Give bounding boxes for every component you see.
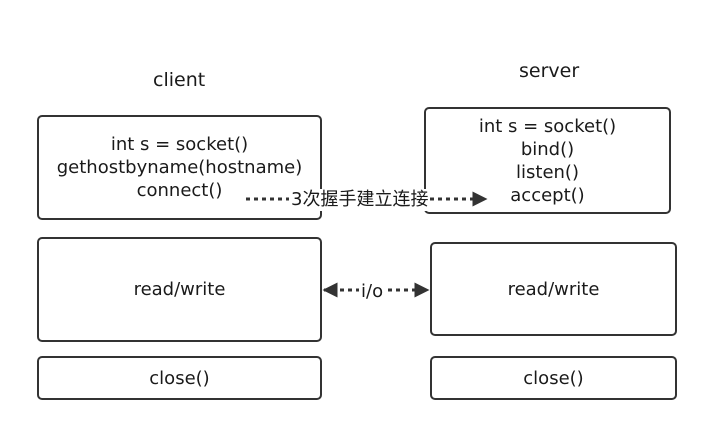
server-setup-line: accept() [510,184,585,206]
server-setup-line: bind() [520,138,575,160]
client-setup-line: int s = socket() [110,134,249,155]
handshake-label: 3次握手建立连接 [289,189,431,211]
server-setup-line: int s = socket() [478,115,617,137]
client-io-label: read/write [133,279,226,300]
client-close-label: close() [149,367,210,389]
server-setup-line: listen() [516,161,579,183]
server-close-box: close() [430,356,677,400]
client-setup-box: int s = socket() gethostbyname(hostname)… [37,115,322,220]
server-close-label: close() [523,367,584,389]
server-title: server [519,60,580,82]
client-setup-line: gethostbyname(hostname) [56,157,303,178]
client-io-box: read/write [37,237,322,342]
server-io-box: read/write [430,242,677,336]
client-setup-line: connect() [136,180,223,201]
client-close-box: close() [37,356,322,400]
server-setup-box: int s = socket() bind() listen() accept(… [424,107,671,214]
client-title: client [153,69,206,91]
io-label: i/o [359,281,386,303]
server-io-label: read/write [507,278,600,300]
